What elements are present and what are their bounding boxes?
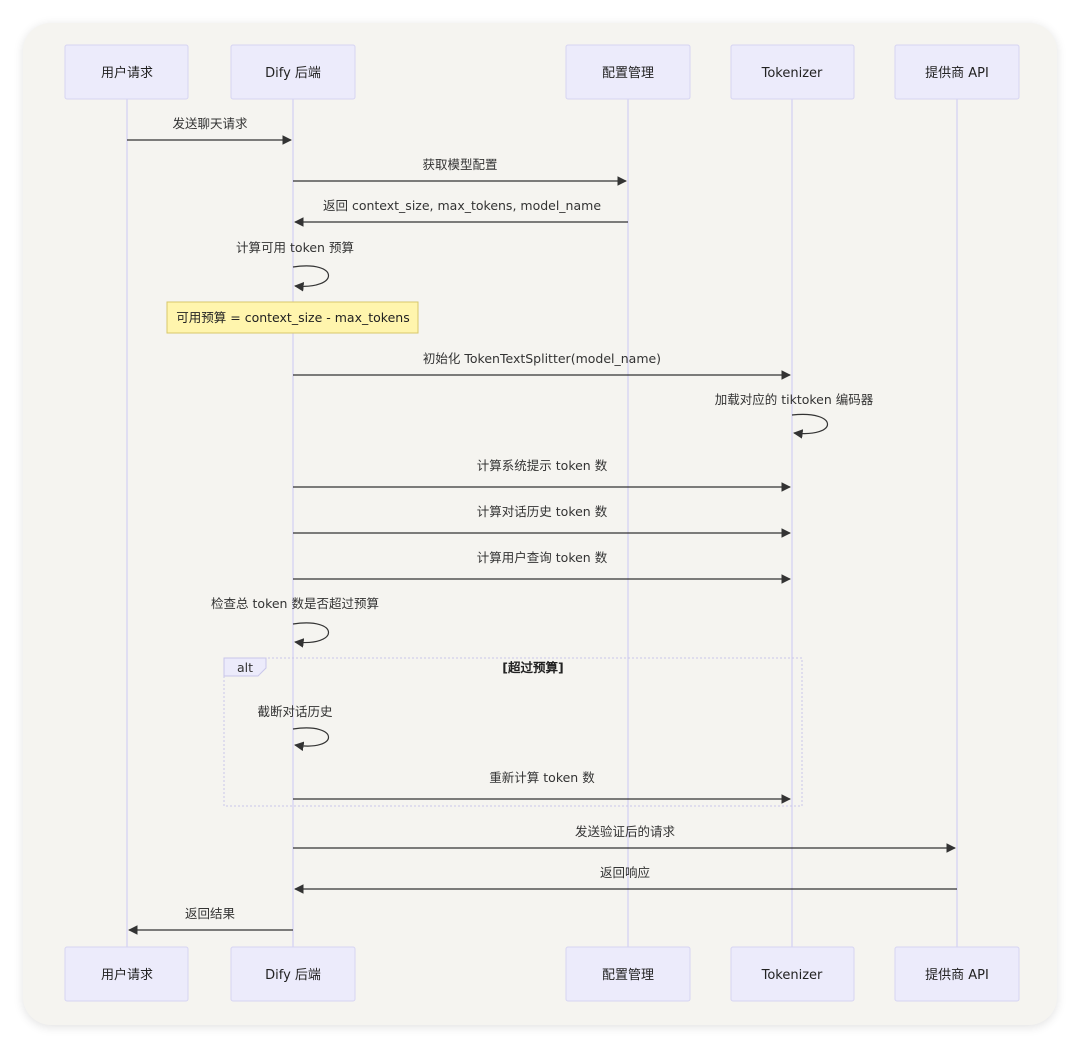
message-get-config: 获取模型配置 [293,157,627,186]
message-label: 检查总 token 数是否超过预算 [211,596,379,611]
diagram-card [23,23,1057,1025]
message-label: 截断对话历史 [257,704,333,719]
message-check-total: 检查总 token 数是否超过预算 [211,596,379,648]
message-label: 返回结果 [185,906,236,921]
actor-backend-bottom: Dify 后端 [230,946,356,1002]
message-label: 发送验证后的请求 [575,824,676,839]
actor-tokenizer-top: Tokenizer [730,44,855,100]
actor-user-bottom: 用户请求 [64,946,189,1002]
message-return-config: 返回 context_size, max_tokens, model_name [294,198,628,227]
message-label: 发送聊天请求 [172,116,248,131]
message-send-validated: 发送验证后的请求 [293,824,956,853]
actor-label: 提供商 API [925,967,989,983]
actor-label: Dify 后端 [265,968,321,983]
message-label: 获取模型配置 [422,157,497,172]
message-return-result: 返回结果 [128,906,293,935]
message-calc-budget: 计算可用 token 预算 [236,240,354,292]
message-label: 返回响应 [600,865,650,880]
message-label: 计算对话历史 token 数 [477,504,608,519]
message-label: 返回 context_size, max_tokens, model_name [323,198,601,213]
actor-label: 用户请求 [101,967,153,983]
message-label: 初始化 TokenTextSplitter(model_name) [423,351,661,366]
actor-config-bottom: 配置管理 [565,946,691,1002]
message-count-query: 计算用户查询 token 数 [293,550,791,584]
message-label: 计算用户查询 token 数 [477,550,608,565]
actor-tokenizer-bottom: Tokenizer [730,946,855,1002]
alt-keyword: alt [237,660,253,675]
actor-label: Tokenizer [761,66,823,81]
alt-condition: [超过预算] [502,660,563,675]
actor-label: 提供商 API [925,65,989,81]
message-count-system: 计算系统提示 token 数 [293,458,791,492]
message-label: 加载对应的 tiktoken 编码器 [715,392,874,407]
actor-user-top: 用户请求 [64,44,189,100]
message-label: 计算可用 token 预算 [236,240,354,255]
alt-frame: alt [超过预算] [223,657,803,807]
message-truncate-history: 截断对话历史 [257,704,333,752]
message-count-history: 计算对话历史 token 数 [293,504,791,538]
actor-backend-top: Dify 后端 [230,44,356,100]
actor-label: 用户请求 [101,65,153,81]
note-budget: 可用预算 = context_size - max_tokens [166,301,419,334]
message-recount: 重新计算 token 数 [293,770,791,804]
actor-label: Dify 后端 [265,66,321,81]
message-return-response: 返回响应 [294,865,957,894]
note-text: 可用预算 = context_size - max_tokens [176,310,409,325]
actor-label: 配置管理 [602,66,654,81]
actor-provider-top: 提供商 API [894,44,1020,100]
actor-config-top: 配置管理 [565,44,691,100]
message-label: 重新计算 token 数 [489,770,595,785]
message-load-encoder: 加载对应的 tiktoken 编码器 [715,392,874,439]
message-send-chat: 发送聊天请求 [127,116,292,145]
message-init-splitter: 初始化 TokenTextSplitter(model_name) [293,351,791,380]
message-label: 计算系统提示 token 数 [477,458,608,473]
actor-label: Tokenizer [761,968,823,983]
actor-label: 配置管理 [602,968,654,983]
actor-provider-bottom: 提供商 API [894,946,1020,1002]
